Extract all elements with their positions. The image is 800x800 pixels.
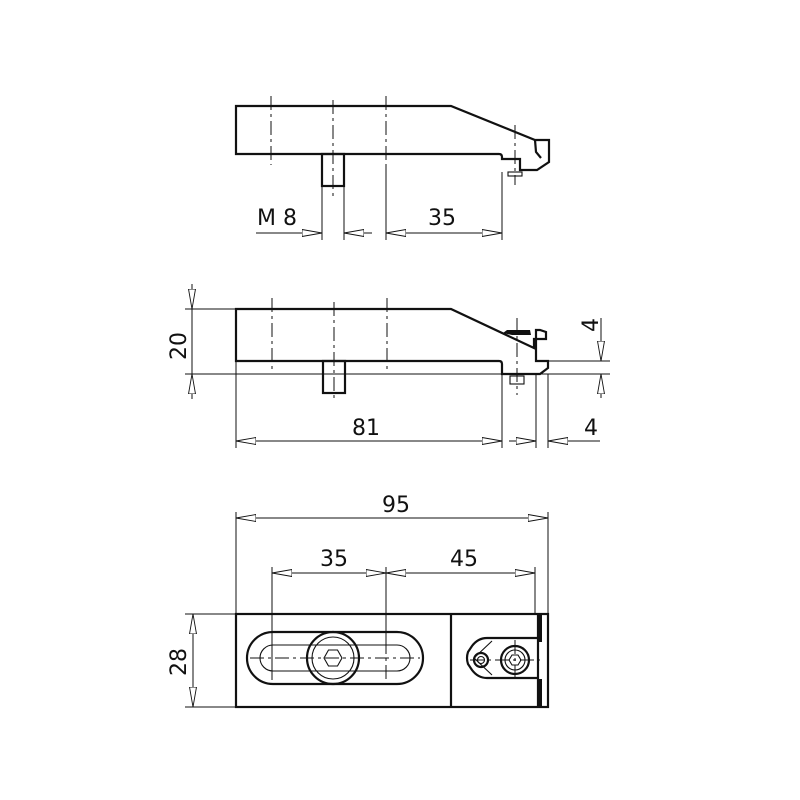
- overall-95-label: 95: [382, 493, 410, 518]
- clamp-body-outline: [234, 104, 551, 172]
- plan-view: 95 35 45 28: [167, 493, 550, 709]
- clamp-jaw-insert: [503, 330, 531, 335]
- slot-35-label: 35: [320, 547, 348, 572]
- front-elevation-view: 20 4 81 4: [167, 284, 610, 448]
- clamp-45-label: 45: [450, 547, 478, 572]
- top-35-label: 35: [428, 206, 456, 231]
- step-height-4-label: 4: [579, 318, 604, 332]
- m8-label: M 8: [257, 206, 297, 231]
- base-plate-outline: [234, 612, 550, 709]
- clamp-body-outline: [234, 307, 550, 376]
- slot-inner: [259, 644, 411, 672]
- slot-outer: [245, 630, 425, 686]
- step-width-4-label: 4: [584, 416, 598, 441]
- jaw-outline: [465, 636, 537, 680]
- height-20-label: 20: [167, 332, 192, 360]
- hex-socket-icon: [323, 649, 343, 667]
- clamp-tip-detail: [533, 139, 542, 159]
- top-elevation-view: M 8 35: [234, 96, 551, 240]
- width-28-label: 28: [167, 648, 192, 676]
- length-81-label: 81: [352, 416, 380, 441]
